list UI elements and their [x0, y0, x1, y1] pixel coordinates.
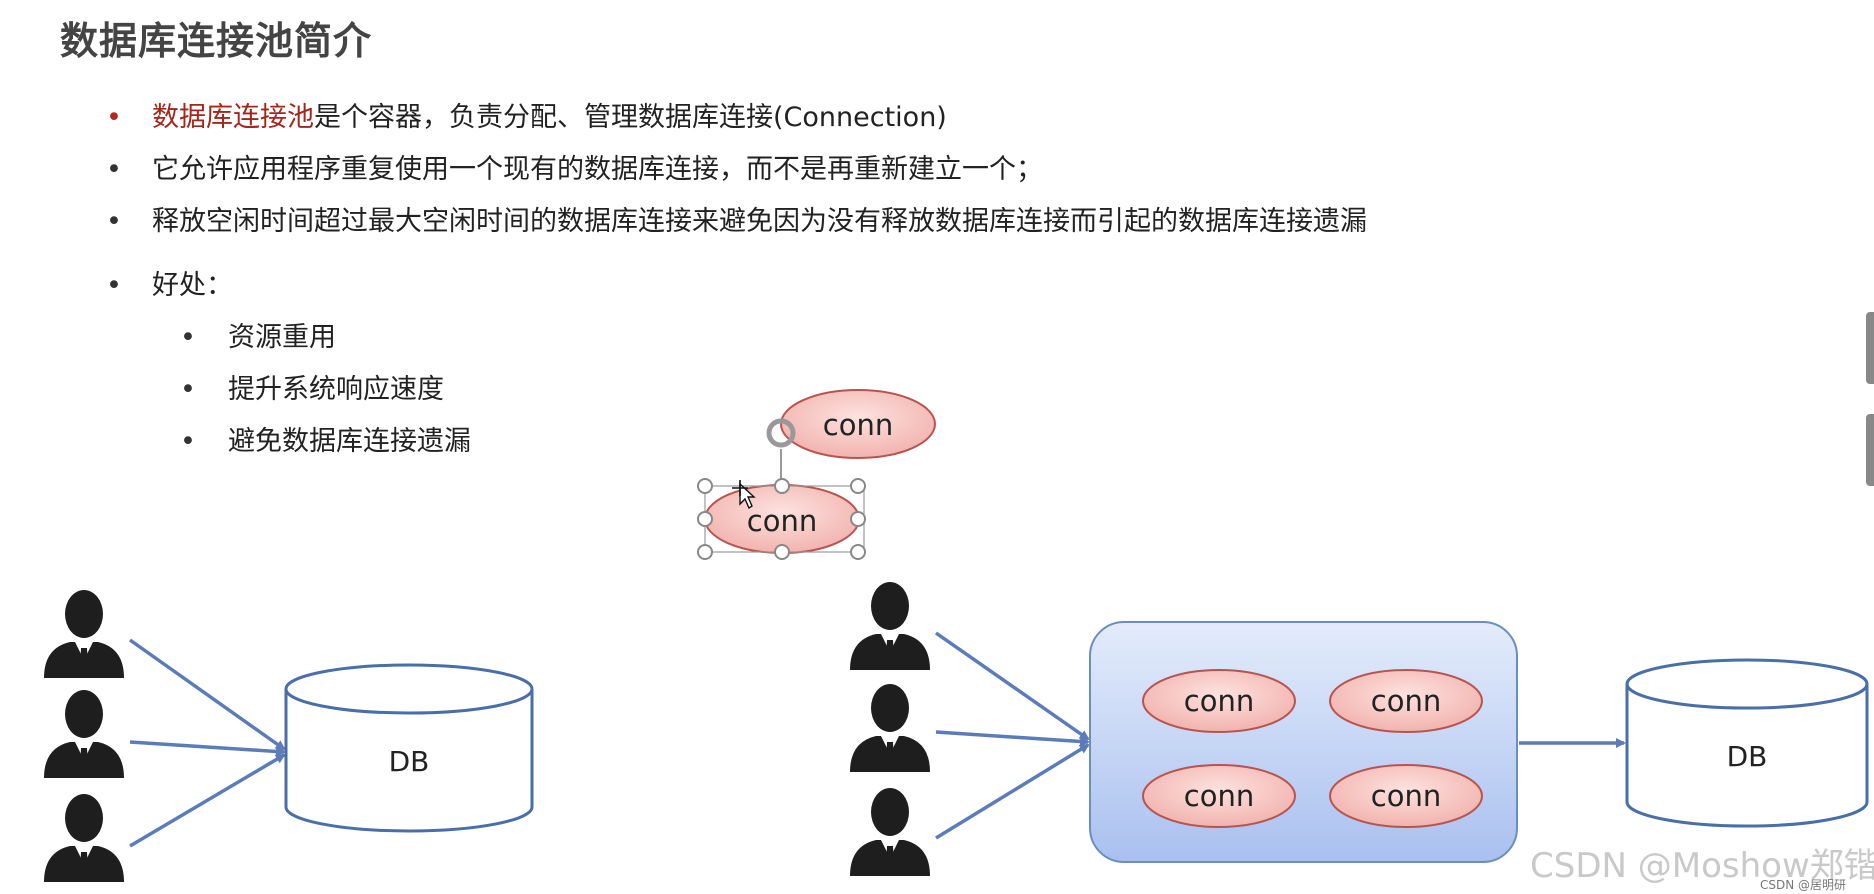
bullet-dot: •: [106, 206, 122, 237]
conn-label: conn: [823, 408, 893, 442]
sub-bullet-item: • 资源重用: [100, 318, 1600, 370]
bullet-dot: •: [180, 322, 196, 353]
conn-label: conn: [1184, 779, 1254, 813]
bullet-dot: •: [106, 270, 122, 301]
selection-box[interactable]: [697, 478, 866, 560]
resize-handle[interactable]: [697, 544, 713, 560]
db-label: DB: [1727, 740, 1768, 773]
bullet-text: 它允许应用程序重复使用一个现有的数据库连接，而不是再重新建立一个；: [152, 154, 1043, 185]
bullet-dot: •: [180, 426, 196, 457]
user-icon: [850, 582, 930, 670]
watermark-small: CSDN @居明研: [1760, 878, 1847, 892]
user-icon: [44, 590, 124, 678]
resize-handle[interactable]: [850, 511, 866, 527]
sub-bullet-text: 避免数据库连接遗漏: [228, 426, 471, 457]
sub-bullet-item: • 提升系统响应速度: [100, 370, 1600, 422]
move-cursor-icon: [732, 480, 756, 510]
pool-conns: conn conn conn conn: [1142, 669, 1483, 828]
resize-handle[interactable]: [850, 544, 866, 560]
bullet-text: 好处：: [152, 270, 233, 301]
conn-label: conn: [1371, 684, 1441, 718]
left-arrows: [128, 638, 286, 848]
user-icon: [850, 684, 930, 772]
floating-conn-top[interactable]: conn: [780, 389, 936, 459]
resize-handle[interactable]: [774, 544, 790, 560]
right-users: [850, 582, 930, 876]
bullet-item: • 数据库连接池是个容器，负责分配、管理数据库连接(Connection): [100, 98, 1600, 150]
bullet-item: • 好处：: [100, 266, 1600, 318]
conn-label: conn: [1371, 779, 1441, 813]
resize-handle[interactable]: [774, 478, 790, 494]
bullet-text: 是个容器，负责分配、管理数据库连接(Connection): [314, 102, 947, 133]
watermark: CSDN @Moshow郑锴: [1530, 846, 1874, 886]
connection-pool-box: [1089, 621, 1518, 863]
conn-label: conn: [1184, 684, 1254, 718]
bullet-dot: •: [106, 102, 122, 133]
db-cylinder-right: DB: [1625, 658, 1869, 828]
bullet-text: 释放空闲时间超过最大空闲时间的数据库连接来避免因为没有释放数据库连接而引起的数据…: [152, 206, 1367, 237]
db-label: DB: [389, 745, 430, 778]
arrow: [935, 730, 1090, 747]
resize-handle[interactable]: [697, 511, 713, 527]
bullet-dot: •: [180, 374, 196, 405]
pool-conn: conn: [1329, 669, 1483, 733]
bullet-highlight: 数据库连接池: [152, 102, 314, 133]
sub-bullet-text: 提升系统响应速度: [228, 374, 444, 405]
user-icon: [44, 794, 124, 882]
pool-conn: conn: [1142, 764, 1296, 828]
left-users: [44, 590, 124, 882]
bullet-dot: •: [106, 154, 122, 185]
arrow: [128, 638, 286, 751]
db-cylinder-left: DB: [284, 663, 534, 833]
arrow: [129, 740, 286, 757]
user-icon: [850, 788, 930, 876]
user-icon: [44, 690, 124, 778]
resize-handle[interactable]: [697, 478, 713, 494]
sub-bullet-text: 资源重用: [228, 322, 336, 353]
sub-bullet-item: • 避免数据库连接遗漏: [100, 422, 1600, 474]
bullet-item: • 它允许应用程序重复使用一个现有的数据库连接，而不是再重新建立一个；: [100, 150, 1600, 202]
resize-handle[interactable]: [850, 478, 866, 494]
arrow: [935, 743, 1090, 840]
pool-conn: conn: [1142, 669, 1296, 733]
pool-conn: conn: [1329, 764, 1483, 828]
bullet-item: • 释放空闲时间超过最大空闲时间的数据库连接来避免因为没有释放数据库连接而引起的…: [100, 202, 1600, 254]
arrow: [934, 631, 1090, 741]
bullet-list: • 数据库连接池是个容器，负责分配、管理数据库连接(Connection) • …: [100, 98, 1600, 474]
right-arrows: [934, 631, 1090, 840]
conn-label: conn: [747, 504, 817, 538]
selected-conn[interactable]: conn: [704, 484, 860, 554]
side-panel-handle[interactable]: [1866, 414, 1874, 486]
slide-title: 数据库连接池简介: [60, 19, 373, 63]
side-panel-handle[interactable]: [1866, 312, 1874, 384]
arrow: [129, 753, 286, 848]
